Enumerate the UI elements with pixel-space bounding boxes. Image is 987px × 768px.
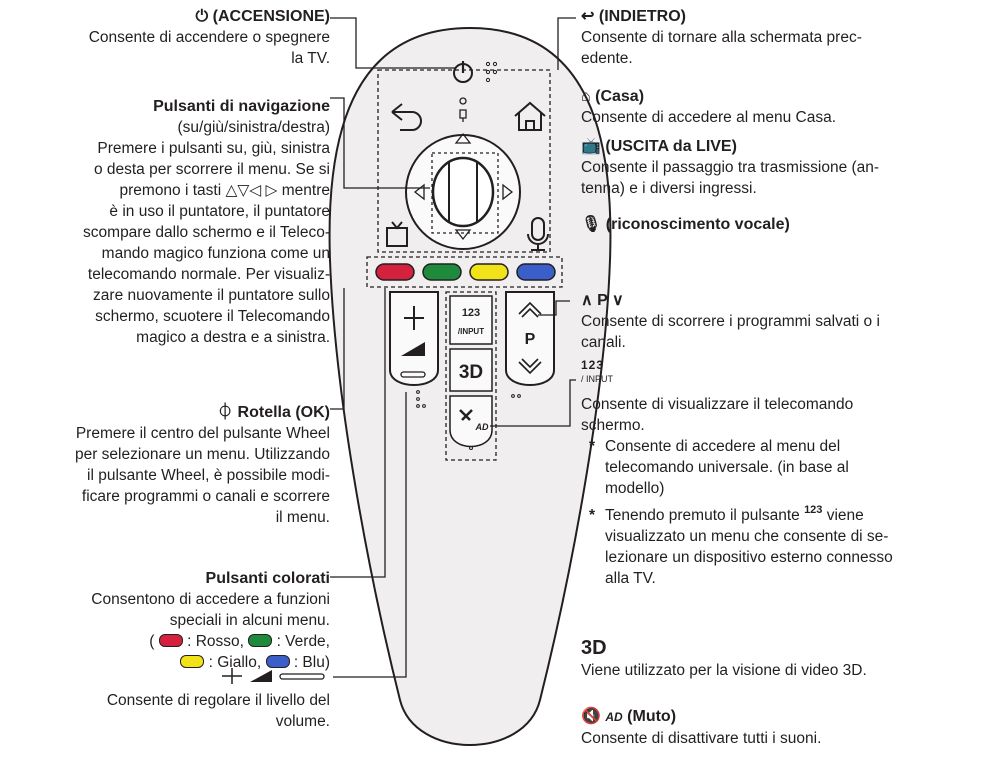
remote-p-label: P [525, 331, 536, 348]
yellow-swatch-icon [180, 655, 205, 668]
remote-mute-button [449, 395, 493, 448]
power-section: ⏻ (ACCENSIONE) Consente di accendere o s… [30, 6, 330, 69]
power-icon: ⏻ [195, 8, 209, 25]
mute-section: 🔇 AD (Muto) Consente di disattivare tutt… [581, 706, 981, 749]
input-key-icon: 123 / INPUT [581, 358, 614, 384]
remote-volume-rocker [389, 291, 439, 386]
nav-section: Pulsanti di navigazione (su/giù/sinistra… [0, 96, 330, 348]
remote-power-button [453, 61, 473, 83]
chevron-down-icon: ∨ [612, 292, 624, 309]
remote-green-button [422, 263, 462, 281]
color-section: Pulsanti colorati Consentono di accedere… [0, 568, 330, 673]
home-heading: ⌂ (Casa) [581, 88, 645, 105]
remote-live-button [386, 221, 408, 247]
input-bullet-2: * Tenendo premuto il pulsante 123 viene … [589, 504, 893, 588]
program-section: ∧ P ∨ Consente di scorrere i programmi s… [581, 290, 981, 353]
leader-lines [330, 17, 576, 678]
input-key-inline-icon: 123 [804, 504, 823, 516]
voice-heading: 🎙 (riconoscimento vocale) [581, 216, 790, 233]
remote-input-label: /INPUT [458, 327, 484, 336]
color-heading: Pulsanti colorati [205, 570, 330, 587]
color-legend-2: : Giallo, : Blu) [0, 652, 330, 673]
mute-icon: 🔇 [581, 708, 601, 725]
back-icon: ↩ [581, 8, 595, 25]
remote-blue-button [516, 263, 556, 281]
volume-section: Consente di regolare il livello del volu… [0, 666, 330, 732]
power-heading: ⏻ (ACCENSIONE) [195, 8, 330, 25]
mute-heading: 🔇 AD (Muto) [581, 708, 677, 725]
back-section: ↩ (INDIETRO) Consente di tornare alla sc… [581, 6, 981, 69]
remote-red-button [375, 263, 415, 281]
wheel-heading: ⏀ Rotella (OK) [217, 404, 330, 421]
remote-3d-button [449, 348, 493, 392]
back-heading: ↩ (INDIETRO) [581, 8, 686, 25]
live-section: 📺 (USCITA da LIVE) Consente il passaggio… [581, 136, 981, 199]
remote-back-button [391, 103, 422, 131]
remote-wheel [431, 156, 495, 228]
nav-subtitle: (su/giù/sinistra/destra) [177, 119, 330, 136]
remote-voice-button [527, 217, 549, 251]
remote-3d-label: 3D [459, 362, 483, 383]
voice-section: 🎙 (riconoscimento vocale) [581, 214, 981, 235]
power-desc-2: la TV. [291, 50, 330, 67]
power-desc-1: Consente di accendere o spegnere [88, 29, 330, 46]
blue-swatch-icon [265, 655, 290, 668]
red-swatch-icon [158, 634, 183, 647]
input-section: 123 / INPUT Consente di visualizzare il … [581, 358, 987, 589]
remote-mute-ad: AD [475, 422, 489, 432]
nav-heading: Pulsanti di navigazione [153, 98, 330, 115]
live-tv-icon: 📺 [581, 138, 601, 155]
volume-icons [0, 666, 330, 690]
home-icon: ⌂ [581, 88, 591, 105]
volume-icons-glyph [222, 668, 325, 684]
home-section: ⌂ (Casa) Consente di accedere al menu Ca… [581, 86, 981, 128]
program-heading: ∧ P ∨ [581, 292, 624, 309]
threed-section: 3D Viene utilizzato per la visione di vi… [581, 636, 981, 681]
color-legend-1: ( : Rosso, : Verde, [149, 633, 330, 650]
remote-input-button [449, 295, 493, 345]
input-bullet-1: * Consente di accedere al menu del telec… [589, 438, 849, 497]
wheel-section: ⏀ Rotella (OK) Premere il centro del pul… [0, 402, 330, 528]
remote-home-button [514, 101, 546, 131]
wheel-icon: ⏀ [217, 404, 234, 421]
chevron-up-icon: ∧ [581, 292, 593, 309]
green-swatch-icon [248, 634, 273, 647]
remote-input-digits: 123 [462, 307, 480, 319]
microphone-icon: 🎙 [581, 216, 602, 233]
threed-heading: 3D [581, 637, 607, 659]
remote-yellow-button [469, 263, 509, 281]
live-heading: 📺 (USCITA da LIVE) [581, 138, 737, 155]
